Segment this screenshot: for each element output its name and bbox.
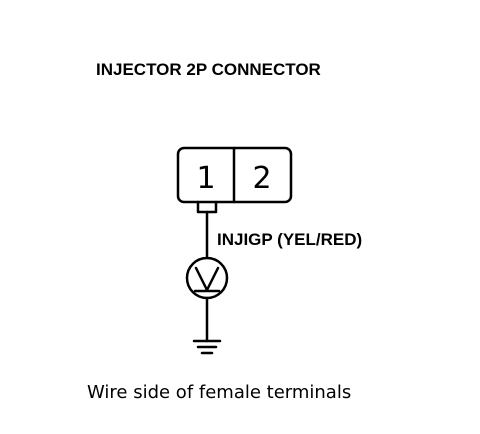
wire-label: INJIGP (YEL/RED) — [217, 230, 362, 249]
voltmeter-icon — [185, 256, 229, 300]
pin-2-label: 2 — [252, 161, 271, 196]
diagram-title: INJECTOR 2P CONNECTOR — [96, 60, 321, 79]
connector-2p: 1 2 — [176, 146, 293, 214]
pin-1-label: 1 — [196, 161, 215, 196]
terminal-tab — [196, 200, 218, 214]
ground-icon — [192, 339, 222, 355]
diagram-caption: Wire side of female terminals — [87, 382, 351, 403]
